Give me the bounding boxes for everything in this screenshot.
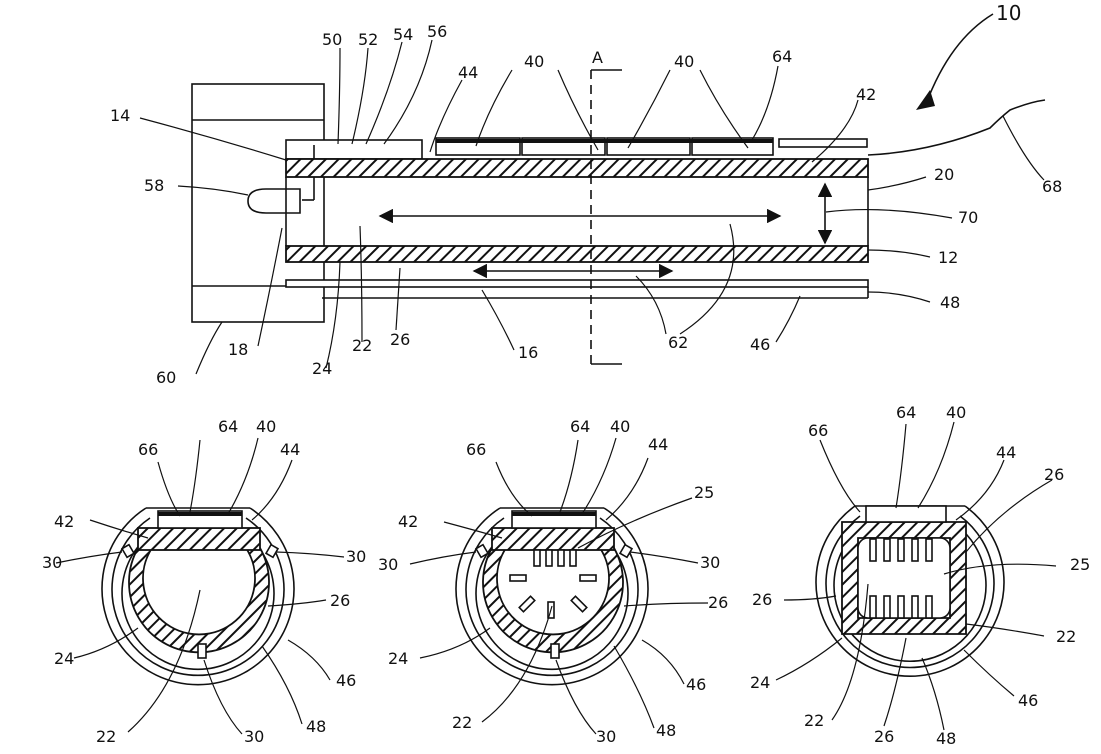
label-16: 16 (518, 343, 538, 362)
label-30-right: 30 (700, 553, 720, 572)
label-42: 42 (856, 85, 876, 104)
section-line-a (590, 69, 622, 365)
label-24: 24 (750, 673, 770, 692)
label-22: 22 (96, 727, 116, 746)
label-48: 48 (936, 729, 956, 748)
label-26-left: 26 (752, 590, 772, 609)
outer-sleeve (285, 279, 869, 288)
label-56: 56 (427, 22, 447, 41)
label-40: 40 (946, 403, 966, 422)
label-48: 48 (940, 293, 960, 312)
label-22-right: 22 (1056, 627, 1076, 646)
label-22: 22 (352, 336, 372, 355)
side-view: A 10 (110, 1, 1062, 387)
label-20: 20 (934, 165, 954, 184)
label-46: 46 (750, 335, 770, 354)
label-62: 62 (668, 333, 688, 352)
label-40: 40 (610, 417, 630, 436)
label-26: 26 (330, 591, 350, 610)
label-44: 44 (280, 440, 300, 459)
light-source (247, 188, 301, 214)
label-48: 48 (656, 721, 676, 740)
label-30-bottom: 30 (244, 727, 264, 746)
label-68: 68 (1042, 177, 1062, 196)
label-26-top: 26 (1044, 465, 1064, 484)
label-66: 66 (138, 440, 158, 459)
label-26-bottom: 26 (874, 727, 894, 746)
label-66: 66 (808, 421, 828, 440)
upper-wall (285, 158, 869, 178)
section-middle: 64 40 66 44 25 42 30 30 26 24 46 22 30 4… (378, 417, 728, 746)
label-26: 26 (708, 593, 728, 612)
label-42: 42 (54, 512, 74, 531)
section-right: 64 40 66 44 26 25 26 22 24 46 22 26 48 (750, 403, 1090, 748)
label-22-bottom: 22 (804, 711, 824, 730)
label-25: 25 (1070, 555, 1090, 574)
electronics-module (285, 139, 423, 201)
label-64: 64 (896, 403, 916, 422)
label-30-right: 30 (346, 547, 366, 566)
label-58: 58 (144, 176, 164, 195)
label-52: 52 (358, 30, 378, 49)
figure-number: 10 (996, 1, 1021, 25)
label-30-left: 30 (42, 553, 62, 572)
label-30-left: 30 (378, 555, 398, 574)
label-46: 46 (336, 671, 356, 690)
label-54: 54 (393, 25, 413, 44)
label-66: 66 (466, 440, 486, 459)
side-leaders (139, 39, 1045, 375)
label-40: 40 (256, 417, 276, 436)
label-64: 64 (772, 47, 792, 66)
label-22: 22 (452, 713, 472, 732)
label-24: 24 (312, 359, 332, 378)
label-24: 24 (388, 649, 408, 668)
label-46: 46 (686, 675, 706, 694)
label-64: 64 (218, 417, 238, 436)
label-44: 44 (458, 63, 478, 82)
lower-wall (285, 245, 869, 263)
section-label: A (592, 48, 603, 67)
label-50: 50 (322, 30, 342, 49)
label-24: 24 (54, 649, 74, 668)
label-42: 42 (398, 512, 418, 531)
label-60: 60 (156, 368, 176, 387)
label-18: 18 (228, 340, 248, 359)
transducer-array (435, 137, 868, 156)
section-left: 64 40 66 44 42 30 30 26 24 46 22 30 48 (42, 417, 366, 746)
label-26: 26 (390, 330, 410, 349)
label-70: 70 (958, 208, 978, 227)
label-44: 44 (996, 443, 1016, 462)
label-30-bottom: 30 (596, 727, 616, 746)
label-40-right: 40 (674, 52, 694, 71)
label-44: 44 (648, 435, 668, 454)
label-64: 64 (570, 417, 590, 436)
label-12: 12 (938, 248, 958, 267)
label-40-left: 40 (524, 52, 544, 71)
label-48: 48 (306, 717, 326, 736)
label-25: 25 (694, 483, 714, 502)
label-46: 46 (1018, 691, 1038, 710)
label-14: 14 (110, 106, 130, 125)
optical-fiber (867, 99, 1046, 156)
